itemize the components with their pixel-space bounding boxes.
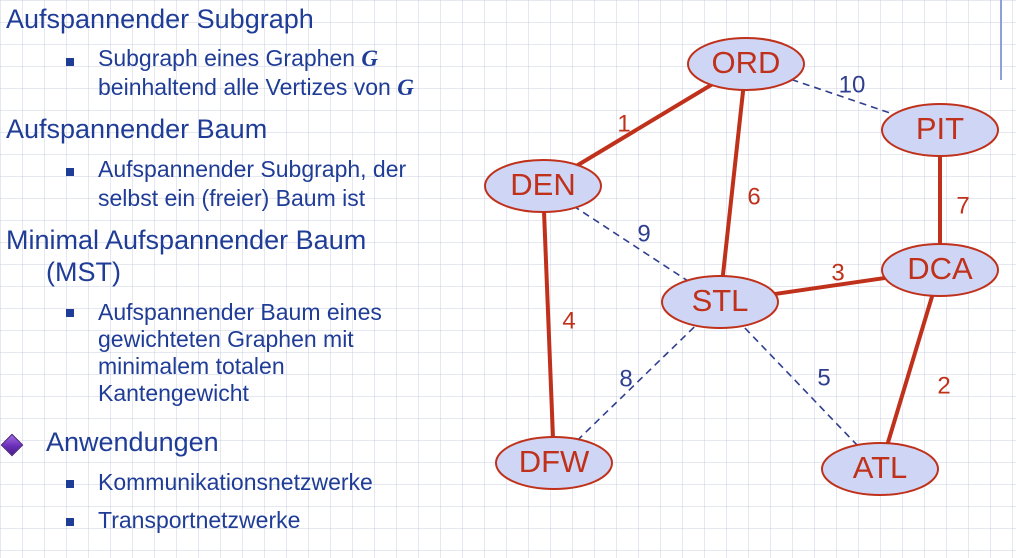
vertex-ellipse (495, 436, 613, 490)
edge-weight-stl-dca: 3 (831, 259, 844, 286)
spanning-tree-definition-line1: Aufspannender Subgraph, der (98, 156, 407, 182)
graph-symbol-g: G (397, 75, 414, 100)
vertex-pit: PIT (881, 103, 999, 157)
vertex-label: DEN (510, 167, 575, 202)
edge-weight-den-dfw: 4 (562, 307, 575, 334)
graph-symbol-g: G (361, 46, 379, 71)
edge-weight-ord-den: 1 (617, 110, 630, 137)
heading-spanning-tree: Aufspannender Baum (6, 114, 268, 144)
edge-weight-ord-stl: 6 (747, 183, 760, 210)
edge-weight-stl-atl: 5 (817, 364, 830, 391)
heading-spanning-subgraph: Aufspannender Subgraph (6, 4, 314, 34)
edge-weight-stl-dfw: 8 (619, 365, 632, 392)
heading-applications: Anwendungen (46, 427, 219, 457)
application-transport-networks: Transportnetzwerke (98, 507, 301, 533)
heading-mst-abbrev: (MST) (46, 257, 121, 287)
subgraph-definition-line2: beinhaltend alle Vertizes von G (98, 74, 414, 101)
vertex-ellipse (881, 243, 999, 297)
edge-stl-atl (719, 301, 881, 470)
bullet-square (66, 518, 74, 526)
spanning-tree-definition-line2: selbst ein (freier) Baum ist (98, 185, 366, 211)
vertex-den: DEN (484, 159, 602, 213)
vertex-ord: ORD (687, 37, 805, 91)
edge-weight-dca-atl: 2 (937, 372, 950, 399)
mst-definition-line3: minimalem totalen (98, 353, 285, 379)
bullet-square (66, 480, 74, 488)
subgraph-definition-line1: Subgraph eines Graphen G (98, 45, 379, 72)
heading-mst: Minimal Aufspannender Baum (6, 225, 367, 255)
subgraph-definition-text1: Subgraph eines Graphen (98, 45, 362, 71)
edge-weight-ord-pit: 10 (839, 71, 866, 98)
slide-edge-bar (1000, 0, 1002, 80)
vertex-label: DCA (907, 251, 973, 286)
bullet-square (66, 58, 74, 66)
vertex-dca: DCA (881, 243, 999, 297)
nodes-layer: ORD PIT DEN DCA STL DFW ATL (484, 37, 999, 496)
vertex-ellipse (484, 159, 602, 213)
edge-ord-stl (718, 63, 748, 303)
subgraph-definition-text2: beinhaltend alle Vertizes von (98, 74, 398, 100)
edges-layer (541, 62, 942, 470)
edge-weight-den-stl: 9 (637, 220, 650, 247)
vertex-ellipse (661, 275, 779, 329)
edge-dca-atl (878, 269, 942, 470)
vertex-label: DFW (519, 444, 590, 479)
vertex-atl: ATL (821, 442, 939, 496)
vertex-label: PIT (916, 111, 964, 146)
edge-stl-dfw (553, 301, 721, 464)
mst-definition-line1: Aufspannender Baum eines (98, 299, 382, 325)
vertex-ellipse (687, 37, 805, 91)
vertex-label: ATL (853, 450, 908, 485)
vertex-label: ORD (712, 45, 781, 80)
vertex-ellipse (821, 442, 939, 496)
mst-definition-line2: gewichteten Graphen mit (98, 326, 354, 352)
mst-definition-line4: Kantengewicht (98, 380, 249, 406)
bullet-square (66, 168, 74, 176)
bullet-square (66, 309, 74, 317)
vertex-stl: STL (661, 275, 779, 329)
vertex-label: STL (692, 283, 749, 318)
edge-den-dfw (541, 185, 556, 464)
weights-layer: 1 6 10 7 9 4 3 8 5 2 (562, 71, 969, 399)
edge-weight-pit-dca: 7 (956, 192, 969, 219)
vertex-dfw: DFW (495, 436, 613, 490)
application-communication-networks: Kommunikationsnetzwerke (98, 469, 373, 495)
vertex-ellipse (881, 103, 999, 157)
